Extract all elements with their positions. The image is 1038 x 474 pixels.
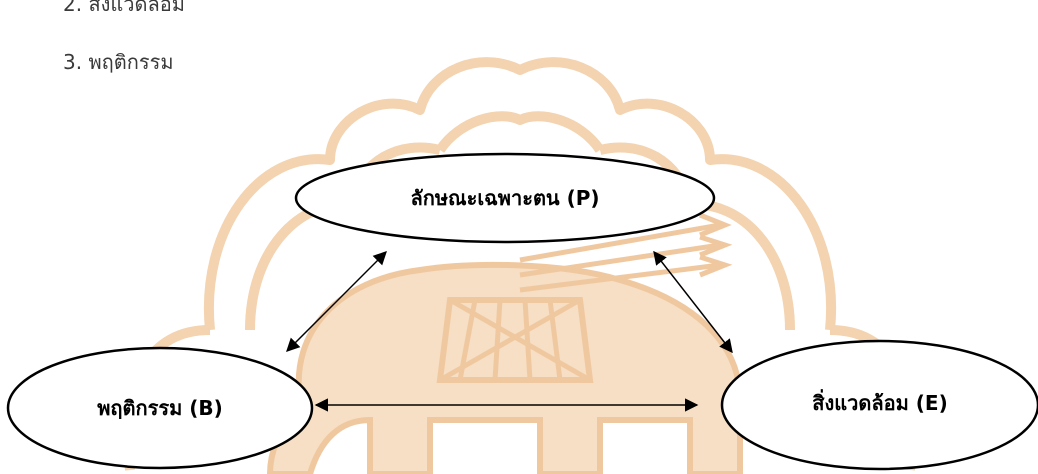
list-item-environment: 2. สิ่งแวดล้อม bbox=[63, 0, 185, 16]
node-person-label: ลักษณะเฉพาะตน (P) bbox=[410, 186, 600, 210]
node-environment-label: สิ่งแวดล้อม (E) bbox=[812, 391, 948, 415]
node-environment-ellipse bbox=[720, 339, 1038, 471]
arrow-person-environment bbox=[653, 250, 733, 354]
arrow-person-behavior bbox=[286, 251, 387, 352]
node-behavior-ellipse bbox=[6, 346, 314, 470]
node-person-ellipse bbox=[294, 152, 716, 244]
list-item-behavior: 3. พฤติกรรม bbox=[63, 50, 174, 74]
node-behavior-label: พฤติกรรม (B) bbox=[97, 396, 223, 420]
